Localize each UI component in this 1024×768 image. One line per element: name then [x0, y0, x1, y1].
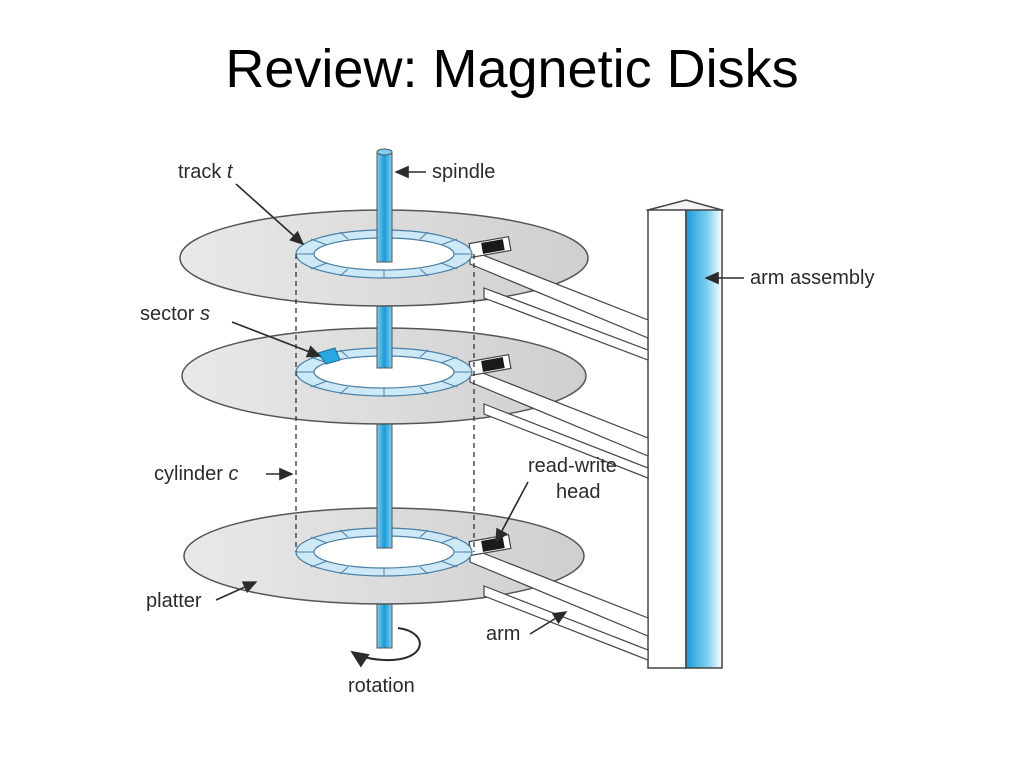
spindle-bottom	[376, 597, 393, 649]
label-spindle: spindle	[432, 161, 495, 183]
label-sector: sector s	[140, 303, 210, 325]
read-write-head-2	[481, 357, 505, 372]
arm-assembly	[645, 199, 725, 669]
label-arm-assembly: arm assembly	[750, 267, 874, 289]
label-read-write-line2: head	[556, 481, 601, 503]
cylinder-outline	[295, 254, 475, 552]
label-track: track t	[178, 161, 234, 183]
platter-3	[183, 507, 649, 661]
label-platter: platter	[146, 590, 202, 612]
spindle-middle	[376, 419, 393, 549]
label-arm: arm	[486, 623, 520, 645]
rotation-arrow-icon	[350, 627, 421, 668]
highlighted-sector	[317, 347, 341, 365]
label-rotation: rotation	[348, 675, 415, 697]
slide-title: Review: Magnetic Disks	[225, 39, 799, 99]
read-write-head-1	[481, 239, 505, 254]
label-cylinder: cylinder c	[154, 463, 238, 485]
spindle-upper	[376, 301, 393, 369]
label-read-write-line1: read-write	[528, 455, 617, 477]
platter-2	[181, 327, 649, 479]
spindle-top	[376, 151, 393, 263]
